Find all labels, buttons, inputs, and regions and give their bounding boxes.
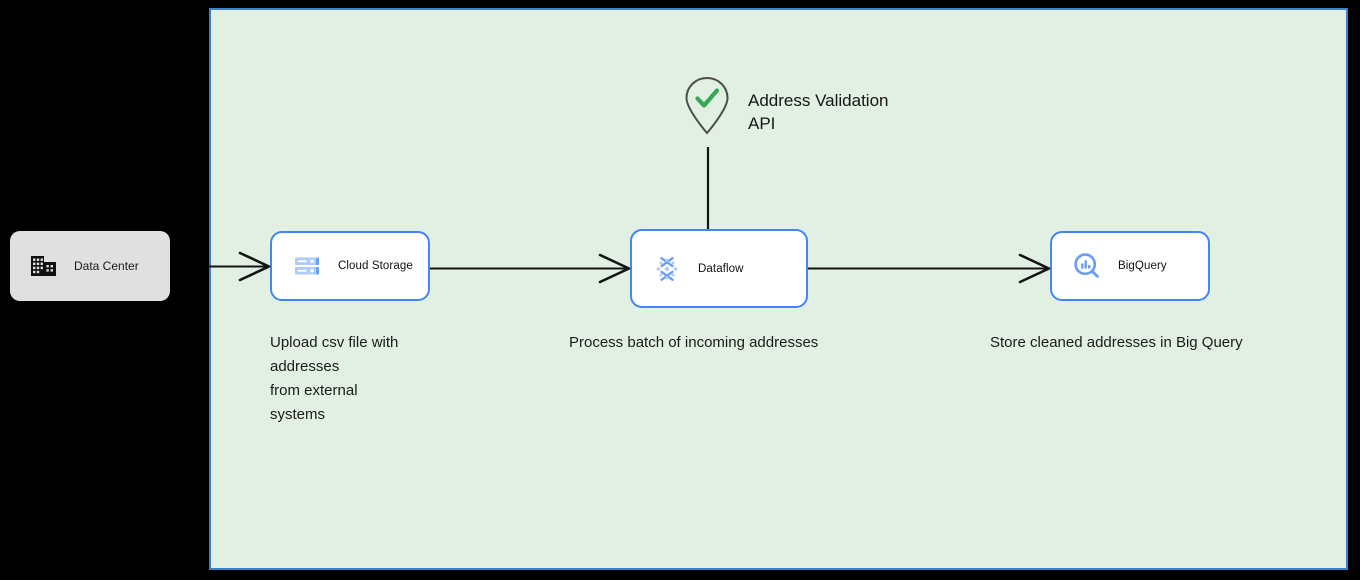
caption-cloud-storage: Upload csv file with addresses from exte… <box>270 334 399 423</box>
dataflow-icon <box>652 254 682 284</box>
map-pin-check-icon <box>684 76 730 136</box>
node-cloud-storage-label: Cloud Storage <box>338 260 413 272</box>
node-data-center[interactable]: Data Center <box>10 231 170 301</box>
node-cloud-storage[interactable]: Cloud Storage <box>270 231 430 301</box>
node-bigquery-label: BigQuery <box>1118 260 1167 272</box>
node-dataflow[interactable]: Dataflow <box>630 229 808 308</box>
caption-dataflow: Process batch of incoming addresses <box>569 334 819 351</box>
annotation-address-validation-api-label: Address Validation API <box>748 91 889 133</box>
caption-bigquery: Store cleaned addresses in Big Query <box>990 334 1243 351</box>
bigquery-icon <box>1072 251 1102 281</box>
cloud-storage-icon <box>292 251 322 281</box>
node-bigquery[interactable]: BigQuery <box>1050 231 1210 301</box>
building-icon <box>30 252 58 280</box>
node-dataflow-label: Dataflow <box>698 262 744 275</box>
node-data-center-label: Data Center <box>74 259 139 273</box>
